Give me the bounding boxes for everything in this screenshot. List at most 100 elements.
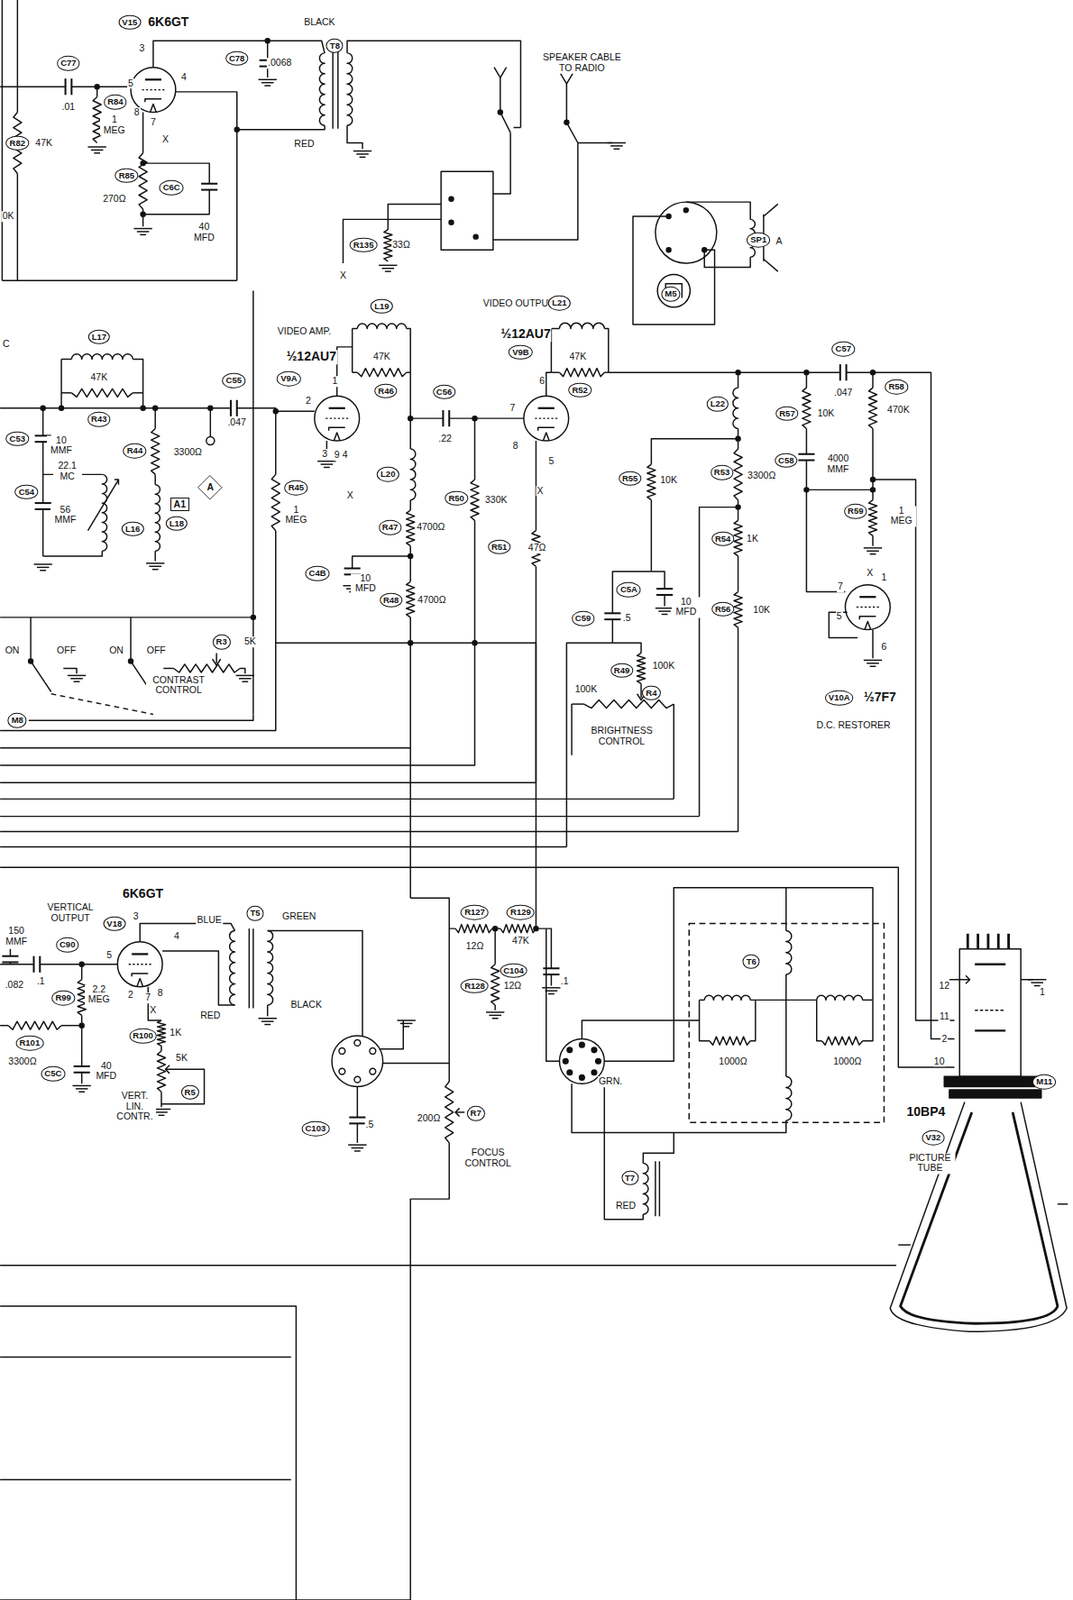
wire bbox=[409, 546, 411, 583]
component-label: 4700Ω bbox=[416, 595, 447, 606]
wire bbox=[17, 173, 19, 281]
junction-dot bbox=[497, 110, 503, 115]
wire bbox=[275, 411, 276, 475]
component-label: 4 bbox=[341, 449, 349, 461]
callout-number: L21 bbox=[548, 295, 570, 311]
wire bbox=[165, 1065, 171, 1074]
wire bbox=[448, 928, 450, 1064]
wire bbox=[0, 642, 475, 766]
ground-symbol bbox=[87, 146, 106, 154]
coil-symbol bbox=[229, 930, 236, 1006]
wire bbox=[161, 1069, 205, 1104]
wire bbox=[337, 51, 339, 129]
coil-symbol bbox=[704, 995, 751, 1000]
callout-number: M11 bbox=[1032, 1074, 1056, 1090]
junction-dot bbox=[449, 196, 454, 202]
wire bbox=[237, 125, 325, 130]
callout-number: R5 bbox=[181, 1084, 200, 1100]
component-label: .0068 bbox=[266, 57, 293, 69]
wire bbox=[61, 358, 72, 360]
callout-number: R129 bbox=[506, 905, 535, 920]
resistor-symbol bbox=[455, 925, 493, 934]
tube-type: 10BP4 bbox=[906, 1105, 947, 1119]
component-label: BLACK bbox=[289, 999, 322, 1011]
callout-number: C104 bbox=[499, 963, 528, 979]
wire bbox=[550, 328, 560, 330]
wire bbox=[210, 408, 211, 438]
wire bbox=[686, 201, 751, 220]
callout-number: L16 bbox=[121, 521, 144, 536]
component-label: X bbox=[535, 486, 544, 497]
marker-text: A1 bbox=[174, 499, 186, 511]
component-label: 47K bbox=[34, 137, 54, 149]
wire bbox=[406, 329, 412, 420]
component-label: 3300Ω bbox=[746, 470, 777, 482]
component-label: 3 bbox=[320, 449, 329, 460]
resistor-symbol bbox=[733, 449, 743, 501]
component-label: 10 MFD bbox=[350, 573, 380, 595]
callout-number: R58 bbox=[884, 379, 908, 395]
coil-symbol bbox=[319, 53, 325, 126]
wire bbox=[410, 417, 443, 419]
callout-number: R101 bbox=[15, 1036, 44, 1051]
callout-number: R59 bbox=[843, 504, 867, 519]
wire bbox=[455, 1108, 460, 1117]
wire bbox=[699, 507, 739, 817]
marker-diamond: A bbox=[197, 475, 223, 501]
component-label: 100K bbox=[574, 685, 599, 697]
wire bbox=[654, 1161, 656, 1217]
ground-symbol bbox=[33, 564, 52, 571]
wire bbox=[252, 291, 254, 716]
wire bbox=[42, 509, 44, 557]
component-label: X bbox=[346, 490, 355, 502]
callout-number: R3 bbox=[212, 634, 231, 650]
junction-dot bbox=[140, 161, 146, 166]
wire bbox=[96, 86, 98, 97]
wire bbox=[494, 67, 507, 78]
coil-symbol bbox=[733, 387, 739, 429]
callout-number: C56 bbox=[432, 385, 456, 400]
callout-number: V10A bbox=[825, 690, 854, 706]
component-label: 47Ω bbox=[527, 542, 548, 554]
component-label: .01 bbox=[61, 101, 77, 113]
component-label: X bbox=[339, 270, 348, 282]
component-label: 4000 MMF bbox=[821, 454, 856, 476]
callout-number: R57 bbox=[775, 405, 798, 421]
wire bbox=[409, 617, 411, 899]
component-label: 7 bbox=[508, 403, 516, 414]
wire bbox=[494, 1005, 496, 1011]
tube-type: ½12AU7 bbox=[285, 350, 338, 365]
wire bbox=[0, 867, 954, 1068]
wire bbox=[474, 520, 476, 643]
component-label: 4700Ω bbox=[415, 522, 446, 534]
callout-number: R43 bbox=[87, 412, 111, 427]
callout-number: R84 bbox=[103, 94, 127, 110]
wire bbox=[357, 1087, 358, 1119]
wire bbox=[604, 888, 873, 1062]
junction-dot bbox=[533, 926, 539, 932]
junction-dot bbox=[564, 119, 569, 125]
component-label: 47K bbox=[511, 935, 531, 947]
coil-symbol bbox=[101, 474, 107, 551]
wire bbox=[0, 846, 567, 848]
component-label: VIDEO OUTPUT bbox=[482, 299, 556, 311]
wire bbox=[87, 479, 119, 532]
ground-symbol bbox=[258, 1018, 277, 1026]
component-label: 470K bbox=[886, 404, 911, 416]
junction-dot bbox=[140, 211, 146, 217]
tube-type: 6K6GT bbox=[121, 887, 165, 901]
component-label: GRN. bbox=[597, 1076, 624, 1088]
junction-dot bbox=[735, 436, 741, 441]
junction-dot bbox=[493, 926, 498, 932]
component-label: X bbox=[148, 1005, 157, 1017]
coil-symbol bbox=[642, 1163, 649, 1215]
ground-symbol bbox=[258, 79, 277, 86]
component-label: CONTRAST CONTROL bbox=[146, 675, 211, 697]
marker-box: A1 bbox=[170, 497, 190, 513]
callout-number: R85 bbox=[115, 168, 138, 184]
resistor-symbol bbox=[470, 479, 479, 521]
wire bbox=[248, 928, 250, 1009]
ground-symbol bbox=[67, 675, 86, 682]
